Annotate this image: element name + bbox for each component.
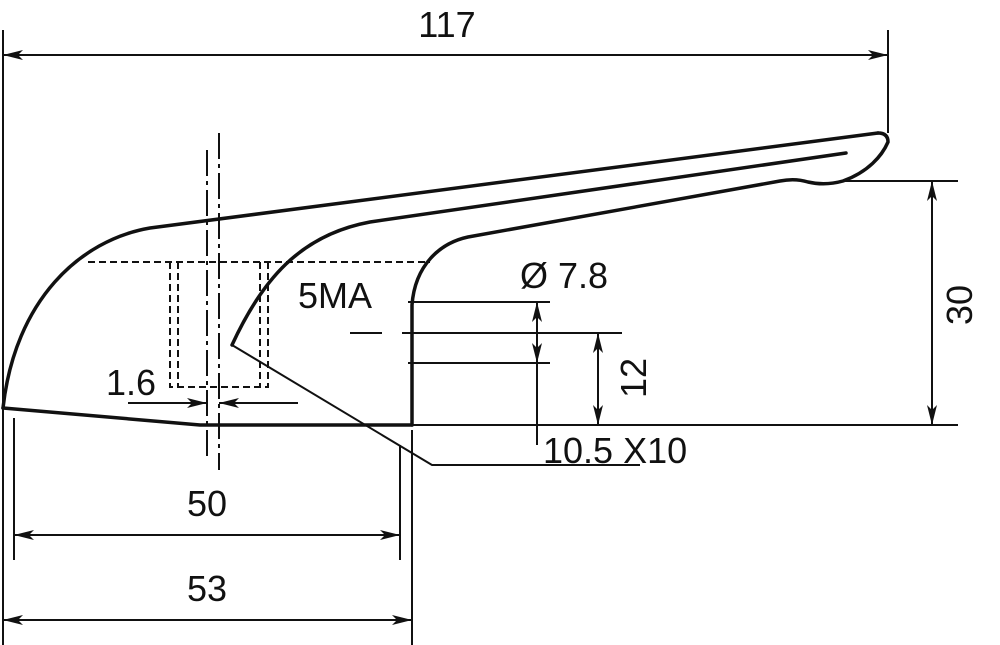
square-label: 10.5 X10: [543, 430, 687, 471]
handle-middle-edge: [230, 151, 848, 347]
handle-outline: [1, 131, 890, 427]
dim-30-label: 30: [939, 285, 980, 325]
hidden-bore: [88, 261, 430, 388]
handle-lower-edge: [410, 131, 890, 427]
extension-lines: [2, 30, 958, 645]
thread-label: 5MA: [298, 275, 372, 316]
dim-1-6-label: 1.6: [106, 362, 156, 403]
dim-50-label: 50: [187, 483, 227, 524]
dim-12-label: 12: [613, 358, 654, 398]
dim-117-label: 117: [418, 4, 475, 45]
dim-53-label: 53: [187, 568, 227, 609]
handle-top-edge: [1, 131, 880, 410]
bore-diameter-label: Ø 7.8: [520, 255, 608, 296]
handle-bottom-edge: [1, 406, 414, 427]
dimension-lines: [3, 50, 937, 625]
